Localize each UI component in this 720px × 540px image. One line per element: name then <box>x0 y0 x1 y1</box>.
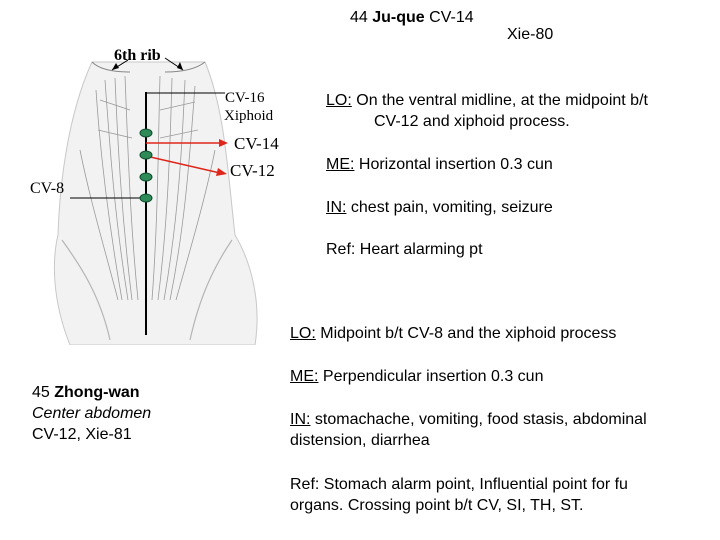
marker-cv16 <box>139 128 153 138</box>
ju-que-indications: IN: chest pain, vomiting, seizure <box>326 199 553 216</box>
zhong-wan-codes: CV-12, Xie-81 <box>32 426 132 443</box>
rib-arrowhead-right <box>177 62 183 70</box>
cv12-arrow-line <box>145 155 221 174</box>
zhong-wan-method: ME: Perpendicular insertion 0.3 cun <box>290 368 544 385</box>
hip-contour-right <box>189 239 233 341</box>
zhong-wan-reference-cont: organs. Crossing point b/t CV, SI, TH, S… <box>290 497 584 514</box>
cv8-label: CV-8 <box>30 180 65 197</box>
zhong-wan-indications: IN: stomachache, vomiting, food stasis, … <box>290 411 647 428</box>
marker-cv12 <box>139 172 153 182</box>
alt-code: Xie-80 <box>507 26 554 43</box>
cv12-arrowhead <box>216 168 227 176</box>
zhong-wan-number: 45 <box>32 384 50 401</box>
abdomen-diagram <box>53 57 258 345</box>
point-44-title: 44 Ju-que CV-14 <box>350 8 474 28</box>
xiphoid-label: Xiphoid <box>224 108 274 124</box>
point-45-title: 45 Zhong-wan <box>32 383 140 403</box>
ju-que-method: ME: Horizontal insertion 0.3 cun <box>326 156 553 173</box>
point-code: CV-14 <box>429 9 474 26</box>
point-name: Ju-que <box>372 9 425 26</box>
zhong-wan-name: Zhong-wan <box>54 384 140 401</box>
cv14-label: CV-14 <box>234 134 279 153</box>
ju-que-location: LO: On the ventral midline, at the midpo… <box>326 92 648 109</box>
rib-label: 6th rib <box>114 47 161 64</box>
point-number: 44 <box>350 9 368 26</box>
cv12-label: CV-12 <box>230 161 275 180</box>
ju-que-reference: Ref: Heart alarming pt <box>326 241 483 258</box>
zhong-wan-indications-cont: distension, diarrhea <box>290 432 430 449</box>
rib-right <box>164 61 206 73</box>
marker-cv14 <box>139 150 153 160</box>
zhong-wan-reference: Ref: Stomach alarm point, Influential po… <box>290 476 628 493</box>
rib-left <box>91 61 131 73</box>
cv14-arrowhead <box>219 139 228 147</box>
rib-arrowhead-left <box>112 63 119 70</box>
lo-label: LO: <box>326 92 352 109</box>
hip-contour-left <box>61 239 111 341</box>
cv16-label: CV-16 <box>225 90 265 106</box>
torso-silhouette <box>53 61 258 345</box>
marker-cv8 <box>139 193 153 203</box>
zhong-wan-location: LO: Midpoint b/t CV-8 and the xiphoid pr… <box>290 325 617 342</box>
muscle-fibers <box>79 75 216 301</box>
me-label: ME: <box>326 156 355 173</box>
ju-que-location-cont: CV-12 and xiphoid process. <box>374 113 570 130</box>
zhong-wan-translation: Center abdomen <box>32 405 152 422</box>
in-label: IN: <box>326 199 347 216</box>
